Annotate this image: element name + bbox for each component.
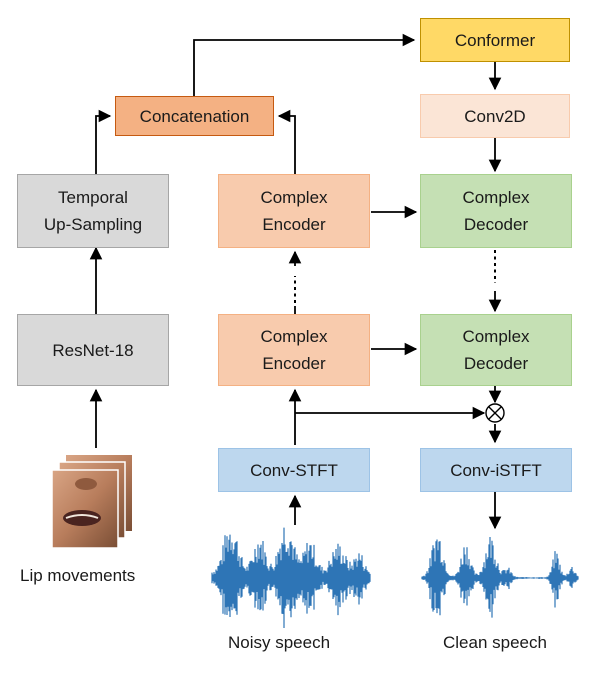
encoder-bottom-label-line2: Encoder [262,354,326,373]
resnet-block: ResNet-18 [17,314,169,386]
lip-movements-caption: Lip movements [20,566,136,585]
decoder-bottom-label-line1: Complex [462,327,530,346]
encoder-top-label-line2: Encoder [262,215,326,234]
encoder-top-label-line1: Complex [260,188,328,207]
lip-frame-front [51,469,119,549]
clean-speech-caption: Clean speech [443,633,547,652]
noisy-speech-waveform [211,527,371,628]
complex-encoder-top: Complex Encoder [218,174,370,248]
conformer-label: Conformer [454,30,536,50]
arrow-concat-to-conformer [193,33,416,96]
arrow-encoder-to-concat [277,109,296,174]
temporal-upsampling-block: Temporal Up-Sampling [17,174,169,248]
multiply-operator [485,403,505,423]
complex-decoder-bottom: Complex Decoder [420,314,572,386]
arrow-upsampling-to-concat [95,109,112,174]
conv-istft-label: Conv-iSTFT [450,460,542,480]
resnet-label: ResNet-18 [52,340,134,360]
conv2d-block: Conv2D [420,94,570,138]
concatenation-label: Concatenation [139,106,250,126]
conv-stft-block: Conv-STFT [218,448,370,492]
conv2d-label: Conv2D [464,106,526,126]
encoder-bottom-label-line1: Complex [260,327,328,346]
noisy-speech-caption: Noisy speech [228,633,331,652]
upsampling-label-line2: Up-Sampling [43,215,143,234]
complex-encoder-bottom: Complex Encoder [218,314,370,386]
concatenation-block: Concatenation [115,96,274,136]
clean-speech-waveform [421,537,579,618]
decoder-bottom-label-line2: Decoder [463,354,529,373]
conv-istft-block: Conv-iSTFT [420,448,572,492]
conformer-block: Conformer [420,18,570,62]
decoder-top-label-line1: Complex [462,188,530,207]
complex-decoder-top: Complex Decoder [420,174,572,248]
decoder-top-label-line2: Decoder [463,215,529,234]
upsampling-label-line1: Temporal [58,188,128,207]
conv-stft-label: Conv-STFT [250,460,338,480]
